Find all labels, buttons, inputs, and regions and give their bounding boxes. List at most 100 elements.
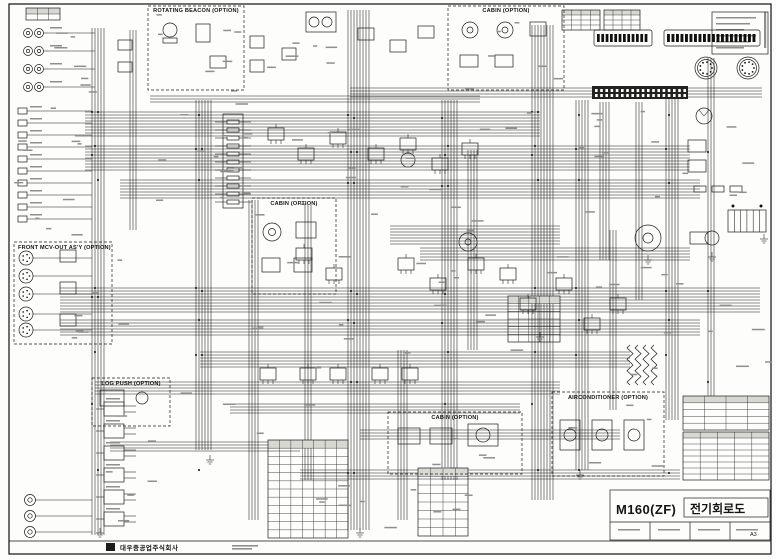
connector-pin [652,89,655,92]
illegible-text-mark [326,62,335,64]
junction-dot [711,67,713,69]
illegible-text-mark [242,136,248,139]
illegible-text-mark [651,367,658,369]
illegible-text-mark [70,36,76,38]
component-box [499,267,517,281]
illegible-text-mark [88,91,97,93]
component-circle [736,56,760,80]
illegible-text-mark [285,55,299,57]
component-circle [739,59,757,77]
connector-pin [631,94,634,97]
component-box [389,39,407,53]
component-circle [18,322,34,338]
illegible-text-mark [475,320,485,323]
component-circle [262,222,282,242]
connector-pin [647,89,650,92]
illegible-text-mark [438,281,446,283]
illegible-text-mark [22,149,33,151]
illegible-text-mark [222,403,236,406]
illegible-text-mark [626,404,634,407]
company-name: 대우중공업주식회사 [120,543,178,552]
component-circle [34,46,44,56]
connector-pin [636,94,640,97]
connector-pin [716,34,720,42]
component-circle [475,427,491,443]
connector-pin [743,34,747,42]
illegible-text-mark [707,330,713,333]
connector-pin [615,94,619,97]
junction-dot [90,110,94,114]
junction-dot [667,113,671,117]
junction-dot [536,110,540,114]
illegible-text-mark [345,176,356,179]
illegible-text-mark [618,529,640,531]
component-box [295,221,317,239]
component-circle [26,31,30,35]
component-box [459,54,479,68]
component-box [226,199,240,205]
illegible-text-mark [180,392,192,394]
illegible-text-mark [654,195,660,198]
component-box [249,35,265,49]
junction-dot [96,295,100,299]
component-box [401,367,419,381]
illegible-text-mark [429,188,442,191]
illegible-text-mark [450,206,461,209]
illegible-text-mark [578,146,584,149]
illegible-text-mark [213,155,219,158]
illegible-text-mark [256,432,264,435]
component-box [226,159,240,165]
junction-dot [443,292,447,296]
illegible-text-mark [716,47,744,49]
illegible-text-mark [478,454,487,456]
illegible-text-mark [287,261,300,264]
illegible-text-mark [292,42,300,44]
junction-dot [26,332,28,335]
component-box [689,231,709,245]
connector-pin [694,34,697,42]
component-box [281,47,297,61]
junction-dot [197,178,201,182]
illegible-text-mark [631,373,638,376]
connector-pin [631,34,635,42]
junction-dot [28,329,31,331]
illegible-text-mark [485,314,497,316]
junction-dot [349,150,353,154]
section-box-rotating-beacon [147,5,245,91]
junction-dot [446,350,450,354]
illegible-text-mark [584,211,595,213]
illegible-text-mark [338,324,344,326]
illegible-text-mark [325,46,338,49]
component-box [687,139,707,153]
illegible-text-mark [319,301,332,304]
component-circle [321,16,333,28]
junction-dot [664,289,668,293]
illegible-text-mark [384,526,397,529]
illegible-text-mark [106,398,120,400]
junction-dot [26,260,28,263]
junction-dot [751,70,754,73]
illegible-text-mark [640,110,645,113]
junction-dot [22,331,24,333]
component-circle [24,526,36,538]
illegible-text-mark [464,494,473,497]
component-box [103,467,125,483]
table-header [268,440,348,449]
illegible-text-mark [220,196,225,199]
illegible-text-mark [30,142,42,144]
junction-dot [93,286,97,290]
junction-dot [22,327,24,329]
illegible-text-mark [438,467,450,469]
component-box [103,489,125,505]
connector-pin [601,34,605,42]
component-circle [37,85,41,89]
component-box [357,27,375,41]
illegible-text-mark [348,128,361,131]
resistor [626,344,634,386]
component-box [222,113,244,209]
illegible-text-mark [106,486,120,488]
footer-smalltext [232,545,258,547]
component-box [103,511,125,527]
illegible-text-mark [220,170,233,173]
connector-pin [703,34,706,42]
